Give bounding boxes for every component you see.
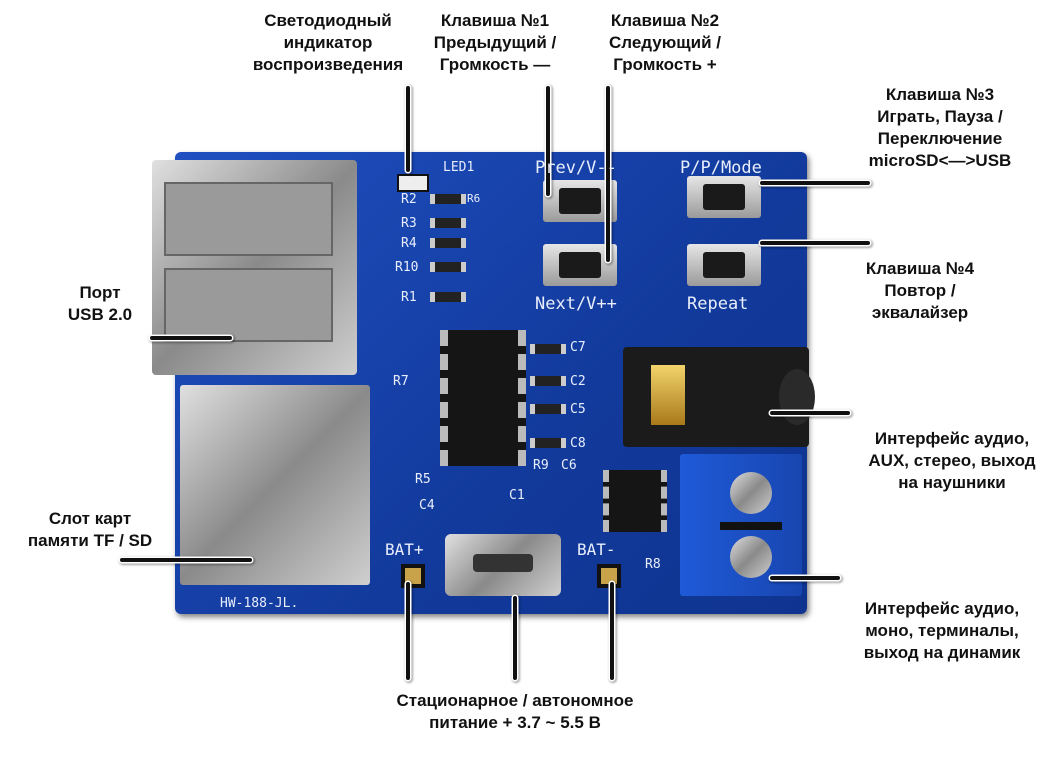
bat-minus-pad (597, 564, 621, 588)
silk-pp-mode: P/P/Mode (680, 158, 762, 178)
pointer-speaker (770, 576, 840, 580)
speaker-terminal-block (680, 454, 802, 596)
silk-r2: R2 (401, 192, 417, 207)
silk-repeat: Repeat (687, 294, 749, 314)
silk-model: HW-188-JL. (220, 596, 299, 611)
main-ic-chip (440, 330, 526, 466)
silk-c6: C6 (561, 458, 577, 473)
key-next-button[interactable] (543, 244, 617, 286)
silk-r4: R4 (401, 236, 417, 251)
key-play-pause-button[interactable] (687, 176, 761, 218)
capacitor (530, 438, 566, 448)
silk-r8: R8 (645, 557, 661, 572)
resistor (430, 238, 466, 248)
pointer-key1 (546, 86, 550, 196)
silk-r7: R7 (393, 374, 409, 389)
micro-usb-port (445, 534, 561, 596)
usb-a-port (152, 160, 357, 375)
pointer-aux (770, 411, 850, 415)
silk-led1: LED1 (443, 160, 475, 175)
led-indicator (397, 174, 429, 192)
resistor (430, 292, 466, 302)
capacitor (530, 376, 566, 386)
silk-r5: R5 (415, 472, 431, 487)
silk-bat-minus: BAT- (577, 540, 616, 559)
silk-r10: R10 (395, 260, 419, 275)
resistor (430, 194, 466, 204)
silk-r9: R9 (533, 458, 549, 473)
key-prev-button[interactable] (543, 180, 617, 222)
pointer-bat-minus (610, 582, 614, 680)
pointer-led (406, 86, 410, 172)
silk-bat-plus: BAT+ (385, 540, 424, 559)
pointer-usb (150, 336, 232, 340)
bat-plus-pad (401, 564, 425, 588)
silk-c1: C1 (509, 488, 525, 503)
capacitor (530, 344, 566, 354)
silk-c5: C5 (570, 402, 586, 417)
pointer-sd (120, 558, 252, 562)
resistor (430, 218, 466, 228)
capacitor (530, 404, 566, 414)
silk-prev: Prev/V-- (535, 158, 617, 178)
pointer-bat-plus (406, 582, 410, 680)
silk-c8: C8 (570, 436, 586, 451)
amplifier-ic-chip (603, 470, 667, 532)
silk-c4: C4 (419, 498, 435, 513)
silk-r6: R6 (467, 192, 481, 205)
pointer-micro-usb (513, 596, 517, 680)
silk-c2: C2 (570, 374, 586, 389)
silk-next: Next/V++ (535, 294, 617, 314)
audio-jack (623, 347, 815, 447)
sd-card-slot (180, 385, 370, 585)
pointer-key2 (606, 86, 610, 262)
label-speaker-interface: Интерфейс аудио,моно, терминалы,выход на… (863, 599, 1021, 662)
silk-r3: R3 (401, 216, 417, 231)
resistor (430, 262, 466, 272)
pointer-key4 (760, 241, 870, 245)
silk-r1: R1 (401, 290, 417, 305)
key-repeat-button[interactable] (687, 244, 761, 286)
silk-c7: C7 (570, 340, 586, 355)
pointer-key3 (760, 181, 870, 185)
